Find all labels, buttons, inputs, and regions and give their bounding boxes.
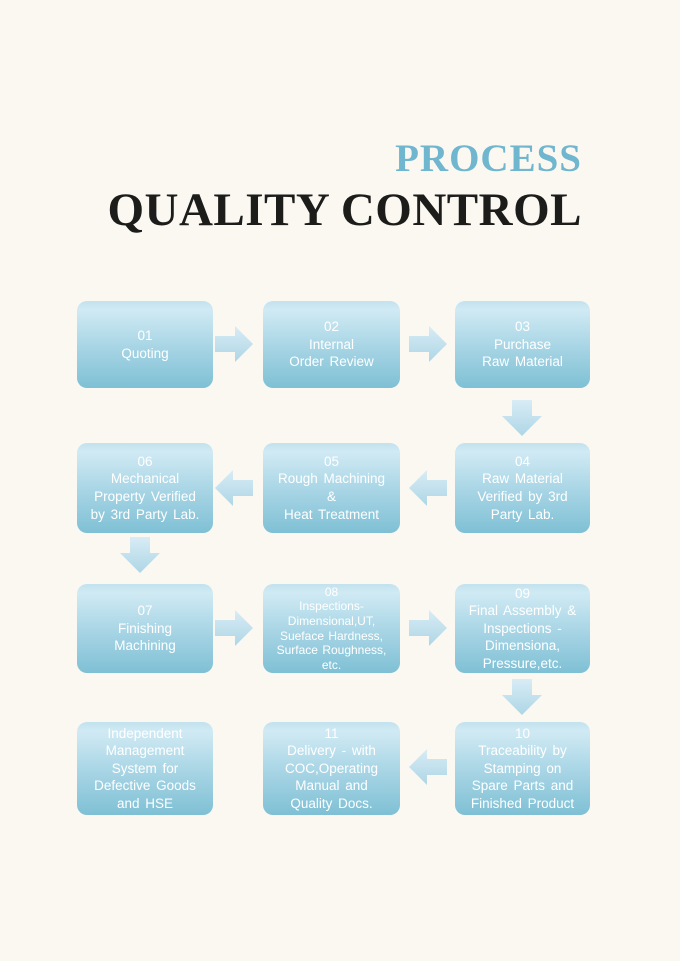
step-box-11-delivery-coc: 11 Delivery - with COC,Operating Manual … (263, 722, 400, 815)
step-number: 02 (323, 319, 340, 335)
arrow-down-icon (502, 400, 542, 436)
step-box-independent-management-system: Independent Management System for Defect… (77, 722, 213, 815)
arrow-left-icon (409, 470, 447, 506)
arrow-right-icon (409, 326, 447, 362)
step-number: 09 (514, 585, 531, 601)
step-box-09-final-assembly-inspections: 09 Final Assembly & Inspections - Dimens… (455, 584, 590, 673)
page-title: PROCESS QUALITY CONTROL (107, 139, 582, 234)
arrow-left-icon (409, 749, 447, 785)
step-box-02-internal-order-review: 02 Internal Order Review (263, 301, 400, 388)
step-number: 08 (324, 584, 339, 599)
arrow-left-icon (215, 470, 253, 506)
step-box-07-finishing-machining: 07 Finishing Machining (77, 584, 213, 673)
step-label: Raw Material Verified by 3rd Party Lab. (477, 471, 568, 522)
step-number: 03 (514, 319, 531, 335)
arrow-down-icon (502, 679, 542, 715)
step-box-08-inspections-dimensional: 08 Inspections- Dimensional,UT, Sueface … (263, 584, 400, 673)
step-box-06-mechanical-property-verified: 06 Mechanical Property Verified by 3rd P… (77, 443, 213, 533)
step-label: Traceability by Stamping on Spare Parts … (470, 743, 575, 811)
arrow-right-icon (409, 610, 447, 646)
step-label: Mechanical Property Verified by 3rd Part… (90, 471, 200, 522)
step-number: 10 (514, 725, 531, 741)
step-number: 07 (137, 603, 153, 619)
step-number: 06 (137, 453, 153, 469)
step-label: Internal Order Review (289, 336, 374, 370)
step-number: 11 (324, 725, 339, 741)
arrow-right-icon (215, 326, 253, 362)
step-box-10-traceability-stamping: 10 Traceability by Stamping on Spare Par… (455, 722, 590, 815)
step-number: 04 (514, 453, 531, 469)
title-process: PROCESS (395, 137, 582, 180)
step-label: Final Assembly & Inspections - Dimension… (468, 603, 577, 671)
step-box-05-rough-machining-heat-treatment: 05 Rough Machining & Heat Treatment (263, 443, 400, 533)
step-box-04-raw-material-verified: 04 Raw Material Verified by 3rd Party La… (455, 443, 590, 533)
step-number: 05 (323, 453, 340, 469)
step-label: Inspections- Dimensional,UT, Sueface Har… (276, 599, 387, 672)
step-label: Independent Management System for Defect… (94, 725, 196, 811)
step-label: Rough Machining & Heat Treatment (277, 471, 386, 522)
step-box-01-quoting: 01 Quoting (77, 301, 213, 388)
step-label: Quoting (121, 345, 169, 361)
step-number: 01 (137, 327, 153, 343)
step-label: Delivery - with COC,Operating Manual and… (284, 743, 379, 811)
arrow-down-icon (120, 537, 160, 573)
step-label: Finishing Machining (114, 620, 176, 654)
title-quality-control: QUALITY CONTROL (107, 184, 582, 236)
step-box-03-purchase-raw-material: 03 Purchase Raw Material (455, 301, 590, 388)
arrow-right-icon (215, 610, 253, 646)
step-label: Purchase Raw Material (482, 336, 563, 370)
